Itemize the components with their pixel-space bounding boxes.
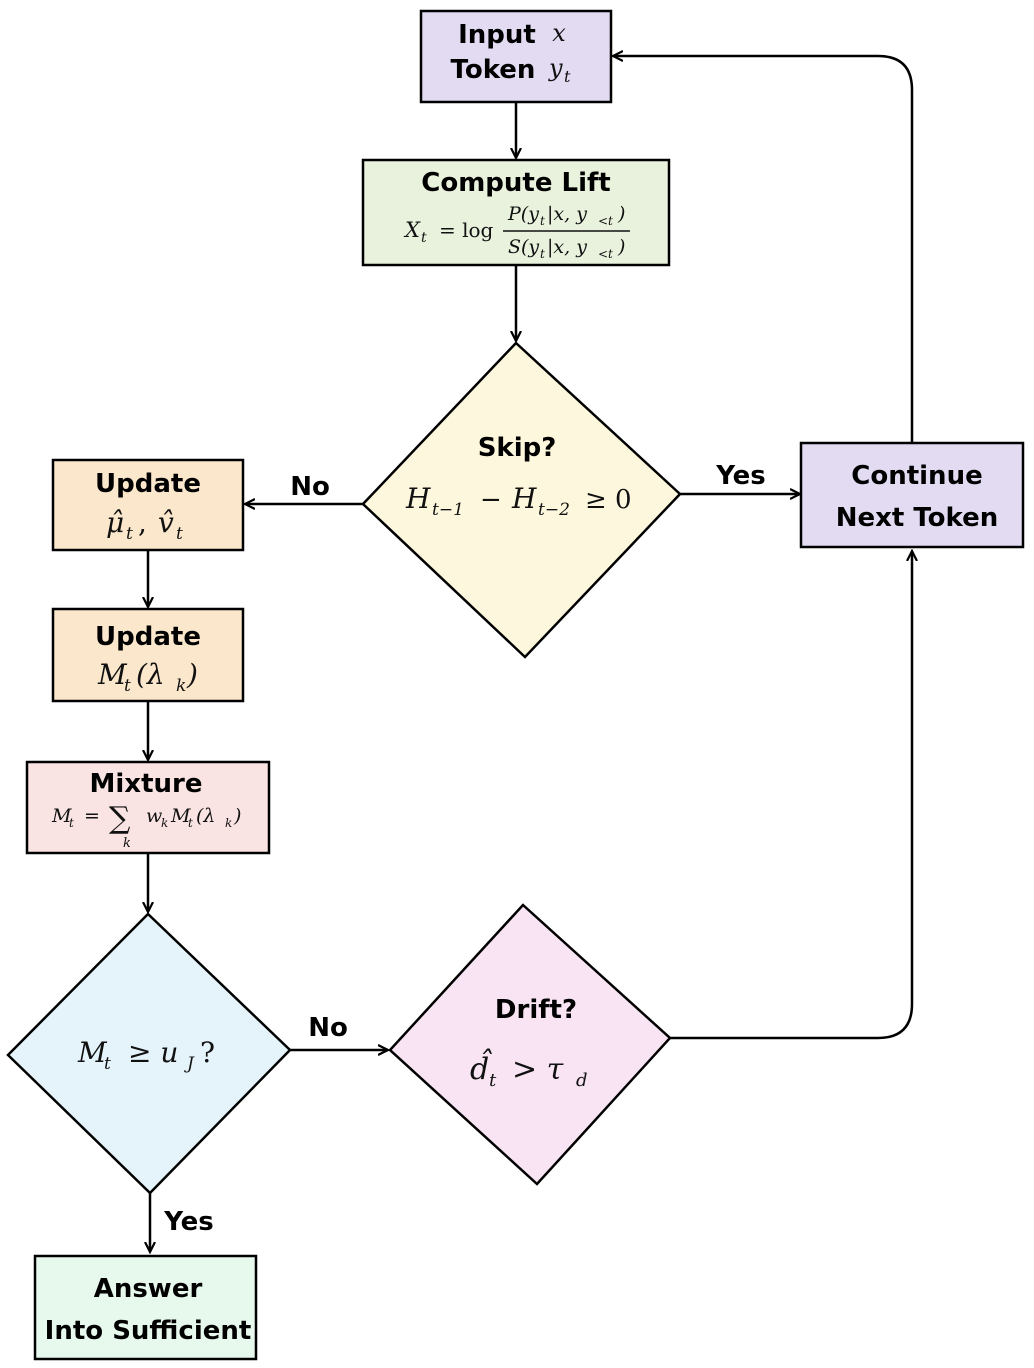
skip-h1: H: [405, 482, 431, 515]
edge-label-skip-no: No: [290, 472, 330, 502]
node-continue-next-token: Continue Next Token: [799, 441, 1025, 549]
node-compute-lift: Compute Lift X t = log P(y t |x, y <t ) …: [361, 158, 671, 267]
update-m-lambda: (λ: [136, 658, 165, 691]
continue-line2: Next Token: [836, 503, 999, 533]
update-m-sub-k: k: [176, 676, 186, 696]
lift-num-sub-lt: <t: [598, 214, 613, 228]
mixture-lambda: (λ: [196, 805, 215, 827]
update-mu: μ̂: [106, 506, 124, 539]
lift-den-sub-lt: <t: [598, 247, 613, 261]
threshold-m-sub: t: [104, 1054, 111, 1074]
threshold-geq: ≥ u: [128, 1036, 178, 1069]
update-v-sub: t: [176, 524, 183, 544]
node-input-token: Input x Token y t: [419, 9, 613, 104]
edge-label-threshold-no: No: [308, 1013, 348, 1043]
lift-num-tail: ): [617, 203, 625, 225]
token-label: Token: [451, 55, 536, 85]
threshold-diamond: [6, 912, 292, 1195]
update-comma: ,: [138, 506, 147, 539]
skip-h2-sub: t−2: [538, 500, 570, 520]
edge-continue-to-input: [613, 56, 914, 442]
token-math-sub: t: [564, 67, 571, 86]
skip-h1-sub: t−1: [432, 500, 464, 520]
input-math-x: x: [552, 19, 566, 47]
skip-rest: ≥ 0: [585, 485, 632, 515]
drift-diamond: [388, 903, 672, 1186]
node-mixture: Mixture M t = ∑ k w k M t (λ k ): [25, 760, 271, 855]
node-drift: Drift? d̂ t > τ d: [388, 903, 672, 1186]
lift-den-s: S(y: [508, 236, 539, 258]
node-skip: Skip? H t−1 − H t−2 ≥ 0: [361, 341, 682, 659]
lift-num-rest: |x, y: [547, 203, 587, 225]
node-threshold: M t ≥ u J ?: [6, 912, 292, 1195]
drift-d: d̂: [470, 1048, 492, 1087]
skip-minus: −: [480, 485, 502, 515]
lift-den-sub-t: t: [540, 247, 545, 261]
mixture-w-sub: k: [161, 816, 168, 830]
update-mu-sub: t: [126, 524, 133, 544]
update-m-close: ): [186, 658, 198, 691]
threshold-m: M: [77, 1036, 108, 1069]
mixture-lhs-sub: t: [69, 816, 74, 830]
lift-eq-log: = log: [439, 218, 494, 242]
drift-sub-d: d: [576, 1070, 588, 1091]
continue-line1: Continue: [851, 461, 982, 491]
answer-line2: Into Sufficient: [45, 1316, 252, 1346]
edge-label-threshold-yes: Yes: [163, 1207, 214, 1237]
mixture-lhs: M: [51, 805, 72, 827]
node-update-moments: Update μ̂ t , v̂ t: [51, 458, 245, 552]
compute-lift-title: Compute Lift: [421, 168, 611, 198]
skip-title: Skip?: [478, 433, 557, 463]
update-m-title: Update: [95, 622, 201, 652]
lift-lhs-sub: t: [421, 230, 427, 246]
continue-box: [799, 441, 1025, 549]
mixture-title: Mixture: [90, 769, 203, 799]
skip-h2: H: [511, 482, 537, 515]
update-v: v̂: [158, 506, 174, 539]
mixture-lambda-sub: k: [225, 816, 232, 830]
mixture-eq: =: [84, 805, 100, 827]
input-label: Input: [458, 20, 536, 50]
mixture-m-sub: t: [188, 816, 193, 830]
edge-label-skip-yes: Yes: [715, 461, 766, 491]
lift-num-sub-t: t: [540, 214, 545, 228]
node-update-m: Update M t (λ k ): [51, 607, 245, 703]
answer-line1: Answer: [94, 1274, 203, 1304]
token-math-y: y: [548, 54, 563, 82]
answer-box: [33, 1254, 258, 1361]
mixture-box: [25, 760, 271, 855]
mixture-w: w: [146, 805, 162, 827]
compute-lift-box: [361, 158, 671, 267]
update-moments-title: Update: [95, 469, 201, 499]
update-m-sub-t: t: [124, 676, 131, 696]
skip-diamond: [361, 341, 682, 659]
mixture-m: M: [170, 805, 191, 827]
mixture-sigma-sub: k: [123, 836, 131, 851]
drift-title: Drift?: [495, 995, 577, 1025]
edge-drift-to-continue: [670, 551, 912, 1040]
drift-gt: > τ: [512, 1052, 564, 1087]
node-answer: Answer Into Sufficient: [33, 1254, 258, 1361]
mixture-close: ): [233, 805, 241, 827]
drift-d-sub: t: [489, 1070, 497, 1091]
lift-lhs: X: [403, 218, 421, 242]
threshold-sub-j: J: [184, 1054, 195, 1074]
update-m-box: [51, 607, 245, 703]
mixture-sigma: ∑: [109, 801, 131, 836]
lift-den-tail: ): [617, 236, 625, 258]
threshold-q: ?: [200, 1036, 215, 1069]
update-m-m: M: [97, 658, 128, 691]
input-token-box: [419, 9, 613, 104]
update-moments-box: [51, 458, 245, 552]
lift-den-rest: |x, y: [547, 236, 587, 258]
lift-num-p: P(y: [507, 203, 539, 225]
